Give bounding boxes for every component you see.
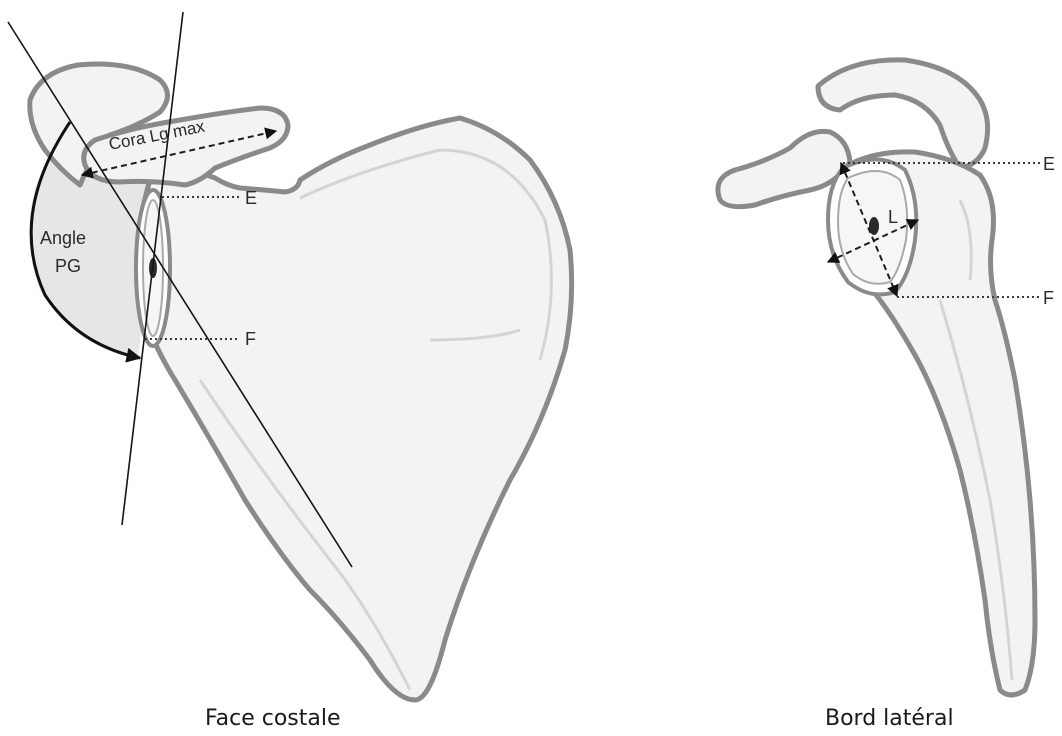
costal-view: Cora Lg max Angle PG E F Face costale (8, 12, 572, 731)
e-label-right: E (1043, 154, 1055, 174)
lateral-view: L E F Bord latéral (718, 60, 1055, 731)
f-label-left: F (245, 329, 256, 349)
angle-label-line2: PG (55, 256, 81, 276)
l-label: L (888, 207, 898, 227)
caption-face-costale: Face costale (205, 706, 341, 731)
e-label-left: E (245, 188, 257, 208)
f-label-right: F (1043, 288, 1054, 308)
scapula-body (138, 118, 572, 700)
angle-label-line1: Angle (40, 228, 86, 248)
caption-bord-lateral: Bord latéral (825, 706, 954, 731)
